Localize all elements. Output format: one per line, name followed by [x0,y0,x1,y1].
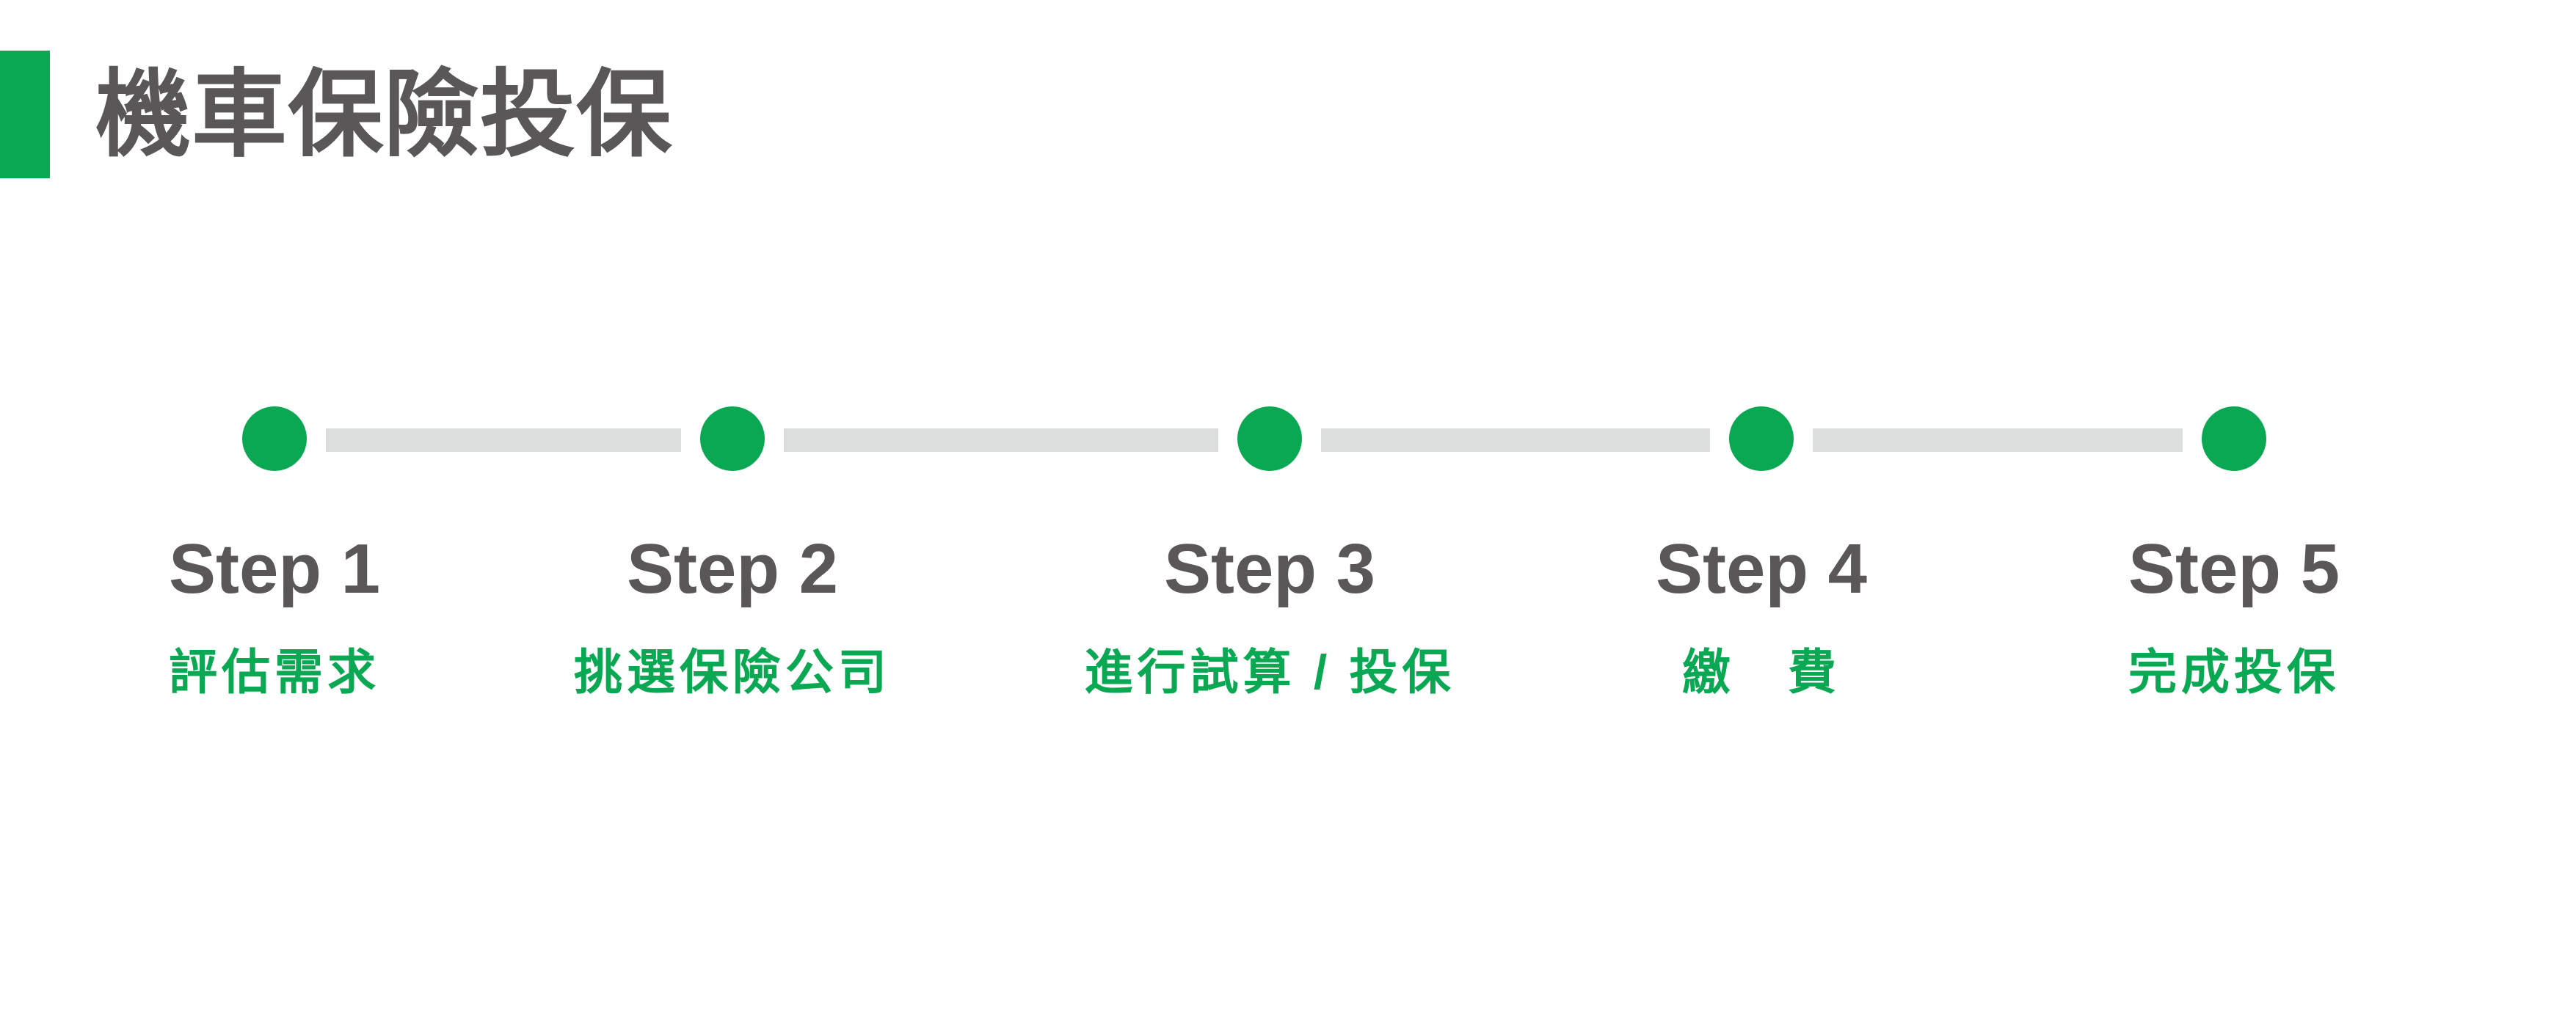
step-dot [1237,406,1302,471]
timeline-connector [1813,428,2183,452]
step-dot [700,406,765,471]
step-dot [2202,406,2266,471]
step-caption: 挑選保險公司 [574,645,891,699]
step-caption: 繳 費 [1682,645,1841,699]
step-label: Step 1 [168,530,381,608]
step-label: Step 2 [626,530,839,608]
step-caption: 評估需求 [169,645,380,699]
step-dot [242,406,307,471]
timeline-connector [326,428,681,452]
step-label: Step 5 [2128,530,2340,608]
step-caption: 完成投保 [2128,645,2340,699]
timeline-connector [1321,428,1710,452]
title-accent-bar [0,51,50,178]
step-caption: 進行試算 / 投保 [1084,645,1455,699]
page-title: 機車保險投保 [95,61,673,168]
timeline-connector [784,428,1218,452]
step-label: Step 3 [1163,530,1376,608]
step-dot [1729,406,1794,471]
step-label: Step 4 [1655,530,1868,608]
